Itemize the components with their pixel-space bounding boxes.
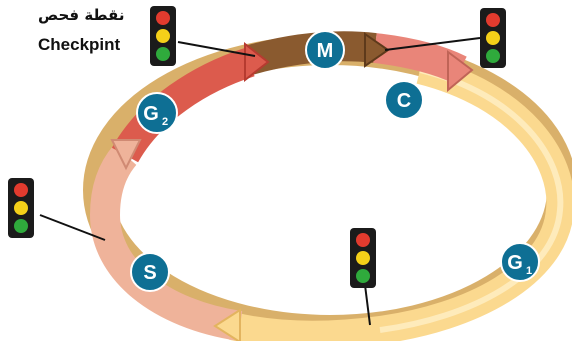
arrow-head-icon bbox=[447, 50, 474, 93]
checkpoint-leader-line bbox=[364, 284, 371, 326]
band-g1-highlight bbox=[379, 67, 564, 333]
phase-marker-s: S bbox=[130, 252, 170, 292]
phase-label-s: S bbox=[143, 262, 156, 284]
phase-marker-g2: G 2 bbox=[136, 92, 178, 134]
phase-marker-m: M bbox=[305, 30, 345, 70]
phase-marker-g1: G 1 bbox=[500, 242, 540, 282]
traffic-light-icon bbox=[350, 228, 376, 288]
checkpoint-label-arabic: نقطة فحص bbox=[38, 6, 125, 24]
arrow-head-icon bbox=[110, 139, 142, 171]
traffic-light-icon bbox=[480, 8, 506, 68]
phase-label-c: C bbox=[397, 90, 411, 112]
checkpoint-label-english: Checkpint bbox=[38, 35, 121, 54]
traffic-light-icon bbox=[8, 178, 34, 238]
arrow-head-icon bbox=[364, 32, 390, 68]
band-s bbox=[89, 145, 243, 341]
checkpoint-leader-line bbox=[39, 214, 106, 241]
checkpoint-leader-line bbox=[384, 37, 481, 51]
phase-subscript-g2: 2 bbox=[162, 116, 168, 128]
arrow-head-icon bbox=[213, 308, 241, 344]
checkpoint-leader-line bbox=[177, 41, 256, 57]
phase-label-m: M bbox=[317, 40, 334, 62]
phase-subscript-g1: 1 bbox=[526, 265, 532, 277]
arrow-head-icon bbox=[244, 41, 270, 83]
traffic-light-icon bbox=[150, 6, 176, 66]
phase-marker-c: C bbox=[384, 80, 424, 120]
phase-label-g2: G bbox=[143, 103, 159, 125]
phase-label-g1: G bbox=[507, 252, 523, 274]
